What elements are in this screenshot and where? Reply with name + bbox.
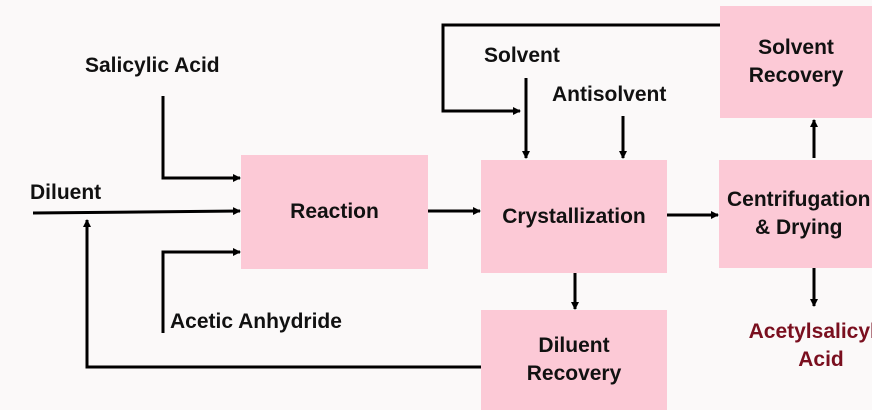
crystallization-box: Crystallization — [481, 160, 667, 273]
antisolvent-label: Antisolvent — [552, 83, 667, 106]
reaction-label: Reaction — [290, 200, 379, 223]
solvent-label: Solvent — [484, 44, 560, 67]
diluent-recycle-arrow — [83, 219, 481, 369]
solvent-recovery-label: Solvent Recovery — [748, 36, 844, 87]
centrifugation-box: Centrifugation & Drying — [719, 160, 872, 268]
solvent-recovery-box: Solvent Recovery — [720, 6, 872, 118]
solvent-recycle-arrow — [441, 23, 720, 115]
salicylic-acid-label: Salicylic Acid — [85, 54, 220, 77]
acetic-anhydride-label: Acetic Anhydride — [170, 310, 342, 333]
diluent-recovery-box: Diluent Recovery — [481, 310, 667, 410]
crystallization-label: Crystallization — [502, 204, 646, 228]
product-label: Acetylsalicylic Acid — [748, 320, 872, 371]
diluent-label: Diluent — [30, 181, 102, 204]
reaction-box: Reaction — [241, 155, 428, 269]
diluent-arrow — [32, 207, 241, 216]
salicylic-acid-arrow — [161, 96, 241, 182]
acetic-anhydride-arrow — [161, 248, 241, 333]
centrifugation-label: Centrifugation & Drying — [727, 188, 871, 239]
diluent-recovery-label: Diluent Recovery — [526, 334, 622, 385]
